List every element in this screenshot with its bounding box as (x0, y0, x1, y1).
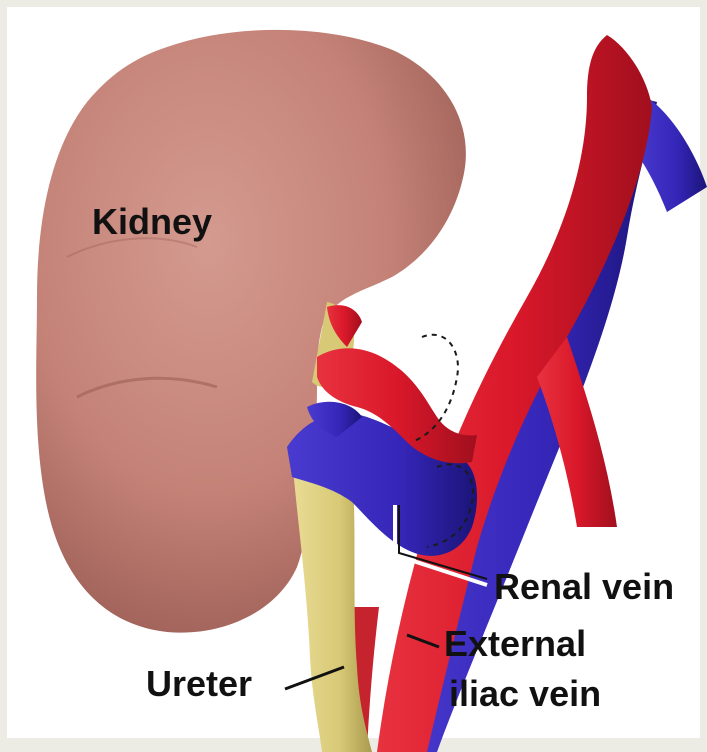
external-iliac-label-line1: External (444, 625, 586, 663)
kidney-label: Kidney (92, 203, 212, 241)
renal-vein-label: Renal vein (494, 568, 674, 606)
ureter-label: Ureter (146, 665, 252, 703)
kidney-transplant-illustration (7, 7, 707, 752)
external-iliac-label-line2: iliac vein (449, 675, 601, 713)
